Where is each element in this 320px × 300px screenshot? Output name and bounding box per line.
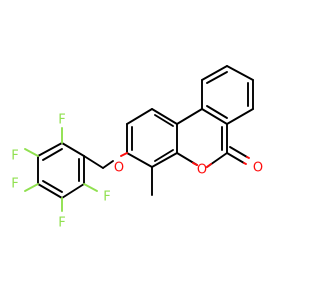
bond: [83, 183, 98, 192]
carbonyl-oxygen-label: O: [253, 161, 263, 176]
fluorine-bottom-label: F: [58, 216, 65, 231]
bond: [42, 180, 63, 193]
bond: [176, 108, 203, 125]
ring-oxygen-label: O: [197, 163, 207, 178]
bond: [24, 148, 39, 157]
bond: [206, 105, 228, 119]
fluorine-lower-left-label: F: [11, 177, 18, 192]
bond: [201, 108, 228, 125]
bond: [126, 152, 153, 168]
bond: [226, 108, 254, 125]
bond: [226, 152, 245, 164]
bond: [37, 183, 63, 199]
bond: [61, 183, 85, 199]
bond: [226, 65, 254, 81]
bond: [229, 146, 248, 158]
bond: [102, 160, 114, 169]
fluorine-bonds: [24, 127, 98, 212]
bond: [24, 183, 39, 192]
carbon-bonds: [37, 65, 254, 199]
bond: [154, 149, 174, 162]
bond: [206, 71, 228, 84]
atom-labels: O O O F F F F F: [11, 113, 263, 231]
fluorine-upper-left-label: F: [11, 149, 18, 164]
bond: [201, 65, 228, 81]
bond: [246, 156, 250, 159]
bond: [151, 152, 178, 168]
bond: [192, 162, 198, 166]
bond: [83, 155, 104, 169]
fluorine-right-label: F: [103, 190, 110, 205]
ether-oxygen-label: O: [114, 161, 124, 176]
bond: [151, 108, 178, 125]
molecule-structure: O O O F F F F F: [11, 65, 263, 231]
fluorine-top-label: F: [58, 113, 65, 128]
oxygen-bonds: [120, 152, 250, 168]
bond: [42, 148, 63, 161]
bond: [206, 163, 212, 168]
bond: [37, 142, 63, 157]
bond: [154, 114, 174, 127]
bond: [120, 152, 128, 157]
bond: [126, 108, 153, 125]
bond: [61, 142, 85, 157]
bond: [243, 162, 247, 165]
molecule-canvas: O O O F F F F F: [11, 65, 264, 231]
